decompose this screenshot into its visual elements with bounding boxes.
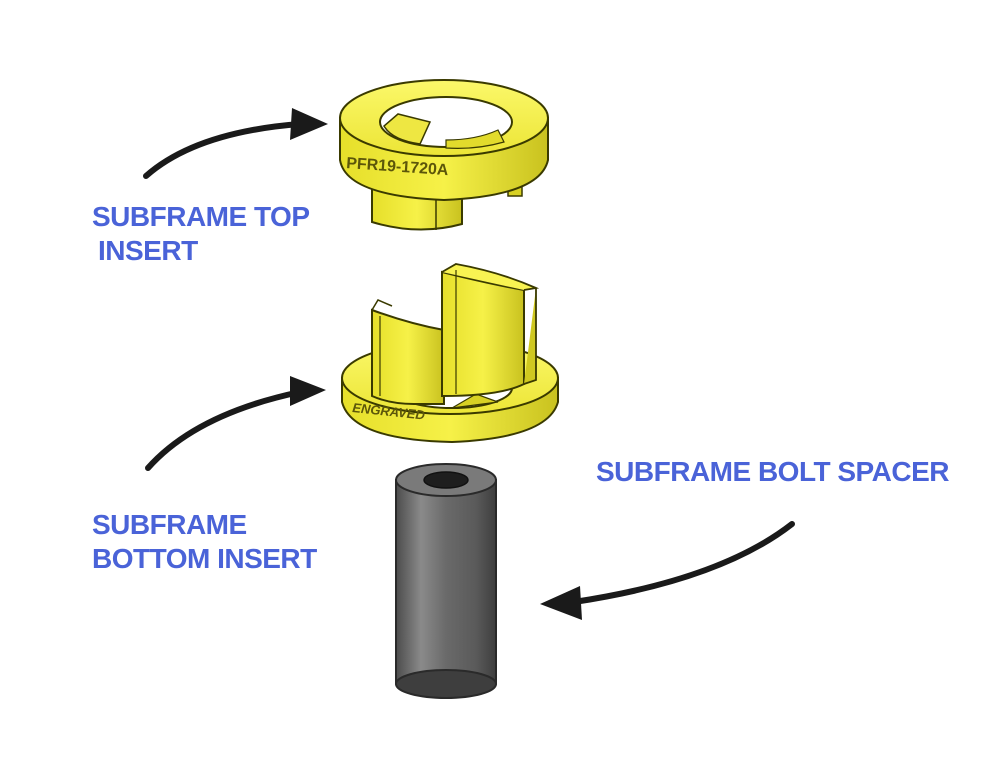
arrow-bottom-insert (145, 376, 326, 471)
arrow-spacer (540, 521, 795, 620)
bolt-spacer-label-text: SUBFRAME BOLT SPACER (596, 456, 949, 487)
bottom-insert-part: ENGRAVED (341, 263, 559, 444)
bolt-spacer-label: SUBFRAME BOLT SPACER (596, 455, 949, 489)
top-insert-label-line1: SUBFRAME TOP (92, 201, 310, 232)
top-insert-label-line2: INSERT (98, 235, 198, 266)
bolt-spacer-part (395, 463, 497, 699)
bottom-insert-label: SUBFRAME BOTTOM INSERT (92, 508, 317, 576)
arrow-top-insert (143, 108, 328, 179)
bottom-insert-label-line2: BOTTOM INSERT (92, 543, 317, 574)
top-insert-part: PFR19-1720A (339, 79, 549, 231)
bottom-insert-label-line1: SUBFRAME (92, 509, 247, 540)
top-insert-label: SUBFRAME TOP INSERT (92, 200, 310, 268)
